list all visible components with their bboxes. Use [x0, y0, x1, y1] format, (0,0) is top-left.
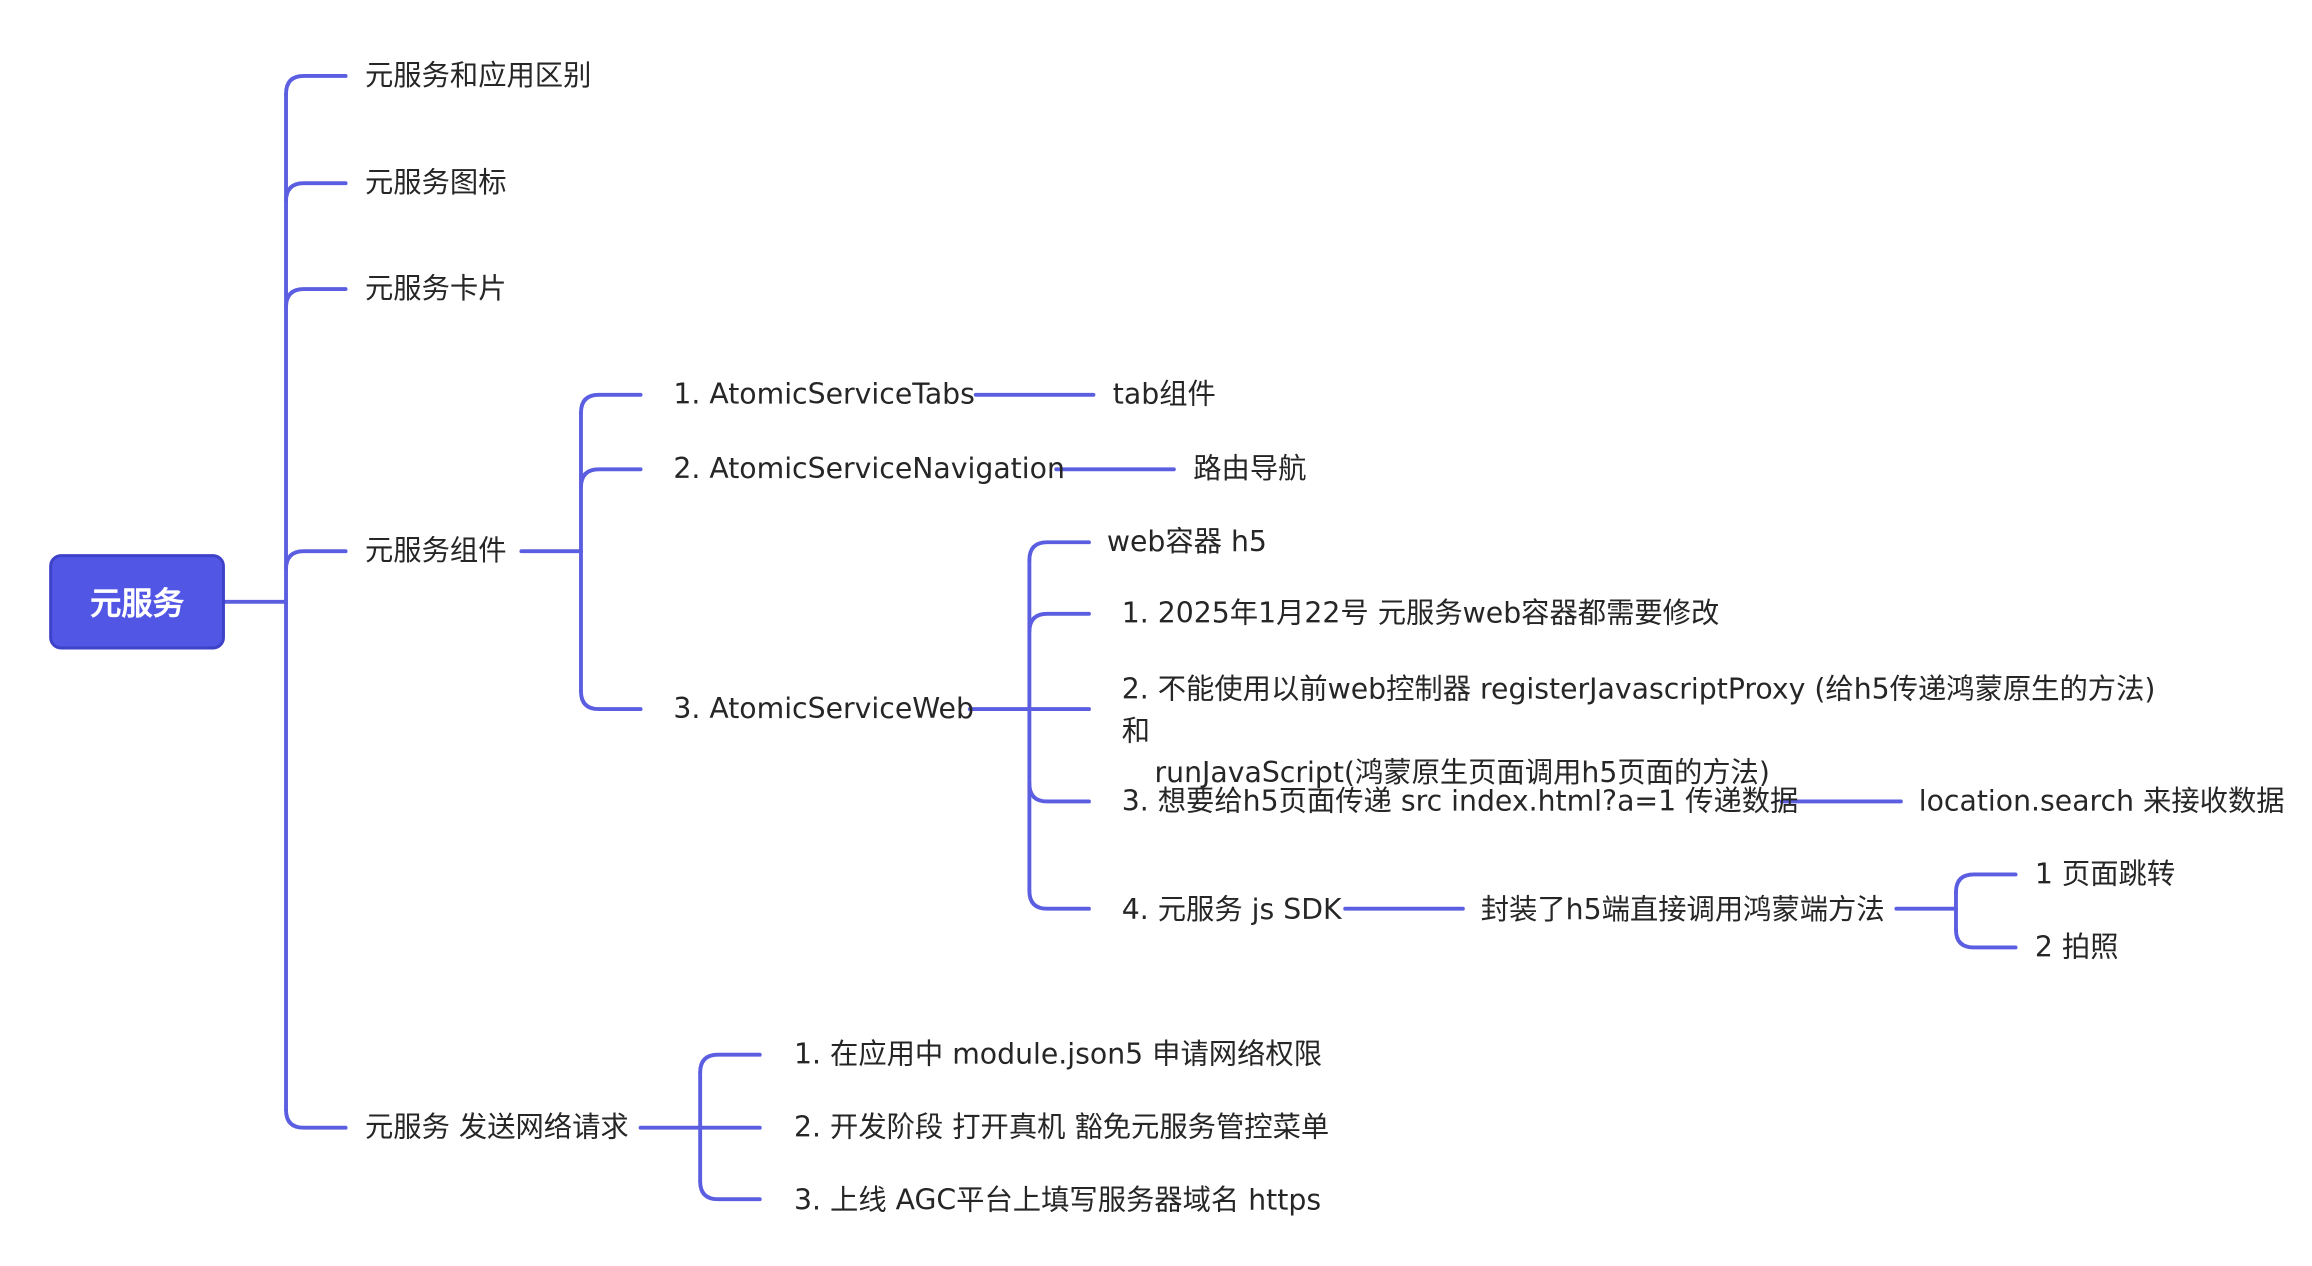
- connector-level1-card: [284, 287, 348, 309]
- node-network-item-1[interactable]: 1. 在应用中 module.json5 申请网络权限: [794, 1038, 1323, 1072]
- node-atomic-web[interactable]: 3. AtomicServiceWeb: [673, 692, 974, 726]
- node-service-icon[interactable]: 元服务图标: [364, 166, 507, 200]
- connector-web-item4: [1027, 888, 1091, 911]
- connector-network-item3: [698, 1179, 762, 1202]
- connector-components-web: [579, 689, 643, 712]
- connector-level1-icon: [284, 181, 348, 204]
- node-network-item-2[interactable]: 2. 开发阶段 打开真机 豁免元服务管控菜单: [794, 1111, 1330, 1145]
- node-atomic-navigation[interactable]: 2. AtomicServiceNavigation: [673, 452, 1065, 486]
- node-web-item-2-line1: 2. 不能使用以前web控制器 registerJavascriptProxy …: [1121, 673, 2156, 748]
- node-tab-component[interactable]: tab组件: [1112, 378, 1216, 412]
- connector-web-h5: [1027, 540, 1091, 563]
- connector-level1-network: [284, 1107, 348, 1130]
- node-web-item-3[interactable]: 3. 想要给h5页面传递 src index.html?a=1 传递数据: [1121, 785, 1799, 818]
- connector-web-item3: [1027, 781, 1091, 804]
- node-web-h5[interactable]: web容器 h5: [1106, 525, 1267, 559]
- connector-sdk-photo: [1954, 927, 2018, 950]
- node-web-item-2[interactable]: 2. 不能使用以前web控制器 registerJavascriptProxy …: [1122, 669, 2165, 794]
- connector-components-tabs: [579, 392, 643, 415]
- node-location-search[interactable]: location.search 来接收数据: [1918, 785, 2285, 818]
- connector-web-item1: [1027, 611, 1091, 634]
- root-node[interactable]: 元服务: [49, 554, 225, 650]
- node-take-photo[interactable]: 2 拍照: [2034, 931, 2119, 964]
- connector-sdk-jump: [1954, 872, 2018, 895]
- node-route-navigation[interactable]: 路由导航: [1193, 452, 1307, 486]
- node-service-components[interactable]: 元服务组件: [364, 534, 507, 568]
- node-web-item-2-line2: runJavaScript(鸿蒙原生页面调用h5页面的方法): [1154, 756, 1770, 790]
- node-service-card[interactable]: 元服务卡片: [364, 272, 507, 306]
- node-network-item-3[interactable]: 3. 上线 AGC平台上填写服务器域名 https: [794, 1184, 1322, 1218]
- node-service-vs-app[interactable]: 元服务和应用区别: [364, 59, 592, 93]
- connector-components-navigation: [579, 467, 643, 490]
- root-label: 元服务: [90, 585, 184, 622]
- node-js-sdk-wrapper[interactable]: 封装了h5端直接调用鸿蒙端方法: [1480, 893, 1885, 927]
- connector-level1-diff: [284, 74, 348, 96]
- node-page-jump[interactable]: 1 页面跳转: [2034, 858, 2176, 891]
- connector-level1-components: [284, 549, 348, 572]
- node-atomic-tabs[interactable]: 1. AtomicServiceTabs: [673, 378, 975, 412]
- node-network-request[interactable]: 元服务 发送网络请求: [364, 1111, 629, 1145]
- node-web-item-1[interactable]: 1. 2025年1月22号 元服务web容器都需要修改: [1121, 597, 1720, 631]
- node-web-item-4[interactable]: 4. 元服务 js SDK: [1121, 893, 1342, 927]
- connector-network-item1: [698, 1052, 762, 1075]
